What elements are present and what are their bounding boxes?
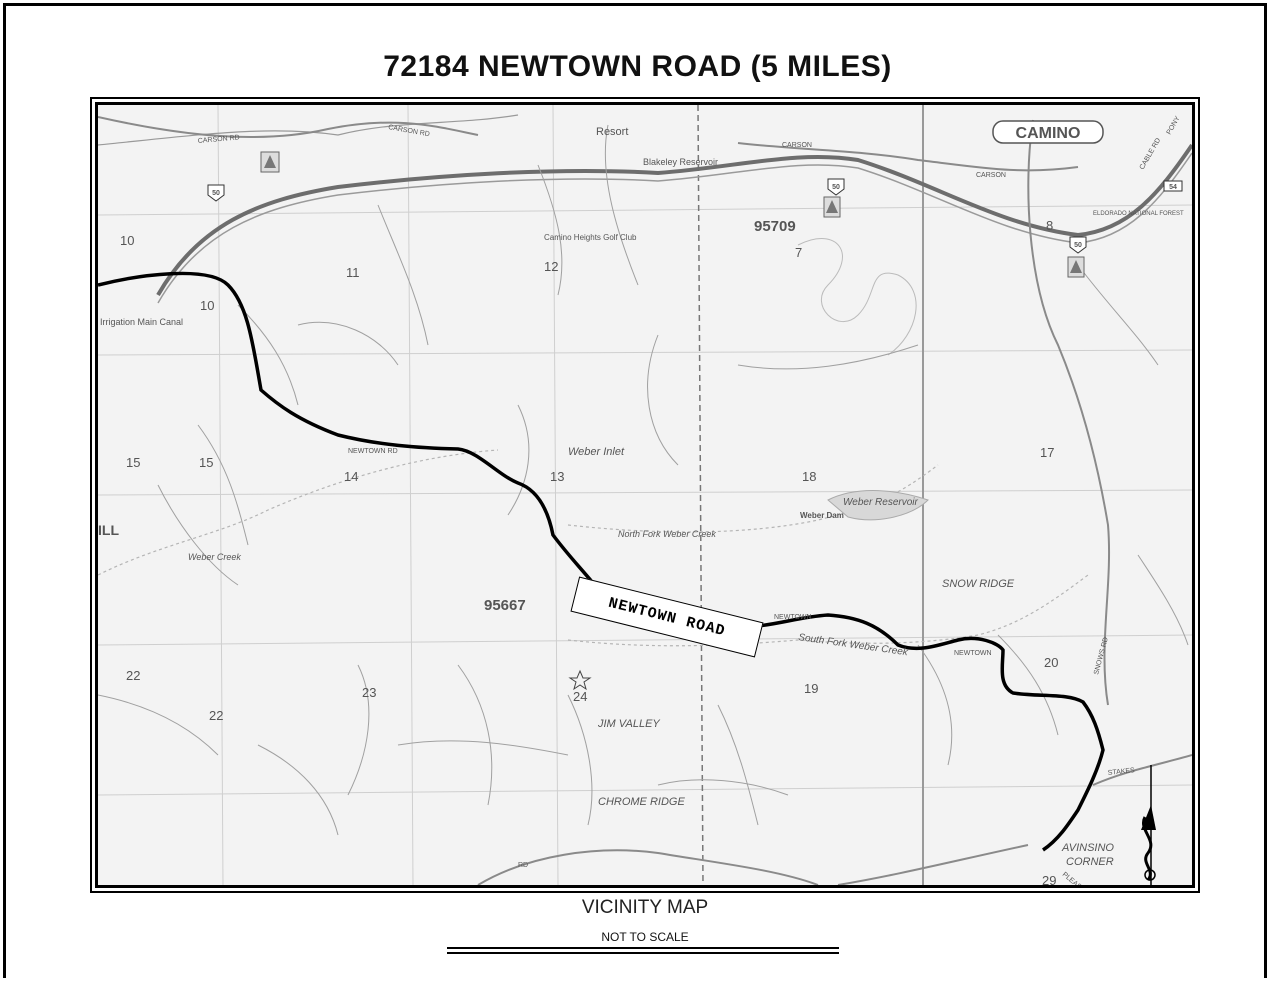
section-grid [98,105,1192,885]
weber-inlet-label: Weber Inlet [568,446,625,458]
svg-text:54: 54 [1169,184,1177,191]
pleasant-valley-road [477,844,1029,885]
svg-text:19: 19 [804,681,818,696]
road-labels: CARSON RD CARSON RD CARSON CARSON NEWTOW… [198,115,1182,885]
camino-label-box [992,120,1104,144]
snows-road [1027,119,1111,706]
highway-50 [156,143,1192,296]
resort-label: Resort [596,126,628,138]
caption-rule-bottom [447,952,839,954]
jim-valley-label: JIM VALLEY [597,718,660,730]
scale-note: NOT TO SCALE [601,930,689,944]
svg-text:10: 10 [200,298,214,313]
snows-rd-label: SNOWS RD [1093,637,1110,676]
carson-label-1: CARSON [782,142,812,149]
forest-icon [823,196,841,218]
hill-contour [797,238,917,356]
svg-text:10: 10 [120,233,134,248]
pleasant-label: PLEASANT [1061,871,1094,885]
south-fork-weber-creek [567,574,1089,647]
svg-text:15: 15 [199,455,213,470]
blakeley-reservoir-label: Blakeley Reservoir [643,157,718,167]
us-50-shield-west: 50 [207,184,225,202]
newtown-road-route [98,271,1105,852]
chrome-ridge-label: CHROME RIDGE [598,796,685,808]
svg-text:7: 7 [795,245,802,260]
svg-text:24: 24 [573,689,587,704]
section-numbers: 10 11 12 10 15 15 14 13 18 17 7 8 22 22 … [120,218,1058,885]
weber-creek-label: Weber Creek [188,552,241,562]
map-frame-outer [90,97,1200,893]
svg-text:8: 8 [1046,218,1053,233]
irrigation-canal [98,114,519,146]
zip-95709-label: 95709 [754,218,796,235]
south-fork-weber-creek-label: South Fork Weber Creek [798,632,910,658]
snow-ridge-label: SNOW RIDGE [942,578,1015,590]
carson-road [98,116,1079,172]
carson-rd-label-2: CARSON RD [388,124,431,138]
station-icon [1067,256,1085,278]
svg-text:12: 12 [544,259,558,274]
carson-label-2: CARSON [976,172,1006,179]
pony-label: PONY [1166,115,1182,136]
map-frame: 10 11 12 10 15 15 14 13 18 17 7 8 22 22 … [95,102,1195,888]
svg-text:50: 50 [832,184,840,191]
place-labels: CAMINO Resort Blakeley Reservoir Camino … [98,120,1184,868]
sheet-border [3,3,1267,978]
newtown-label-1: NEWTOWN [774,614,812,621]
carson-rd-label-1: CARSON RD [198,134,240,145]
county-line [697,105,704,885]
page-title: 72184 NEWTOWN ROAD (5 MILES) [383,50,892,83]
camino-heights-label: Camino Heights Golf Club [544,233,637,242]
svg-text:13: 13 [550,469,564,484]
corner-label: CORNER [1066,856,1114,868]
camping-icon [260,151,280,173]
svg-text:23: 23 [362,685,376,700]
eldorado-forest-label: ELDORADO NATIONAL FOREST [1093,211,1184,217]
svg-text:11: 11 [346,265,360,280]
svg-text:29: 29 [1042,873,1056,885]
svg-text:17: 17 [1040,445,1054,460]
stakes-road [1092,754,1192,786]
svg-text:14: 14 [344,469,358,484]
svg-text:15: 15 [126,455,140,470]
zip-95667-label: 95667 [484,597,526,614]
north-fork-weber-creek-label: North Fork Weber Creek [618,529,716,539]
point-of-interest-star-icon [568,669,592,691]
newtown-rd-label: NEWTOWN RD [348,448,398,455]
svg-text:22: 22 [209,708,223,723]
weber-dam-label: Weber Dam [800,511,844,520]
cable-rd-label: CABLE RD [1139,137,1163,171]
hill-label: ILL [98,522,119,538]
svg-text:20: 20 [1044,655,1058,670]
caption-rule-top [447,947,839,949]
map-caption: VICINITY MAP [581,897,709,918]
north-arrow-icon [1141,765,1156,885]
vicinity-map: 10 11 12 10 15 15 14 13 18 17 7 8 22 22 … [98,105,1192,885]
weber-reservoir [827,490,929,521]
local-roads [98,124,1189,836]
svg-text:50: 50 [212,190,220,197]
newtown-label-2: NEWTOWN [954,650,992,657]
route-54-shield: 54 [1163,180,1183,192]
camino-label: CAMINO [1016,125,1081,142]
irrigation-canal-label: Irrigation Main Canal [100,317,183,327]
avinsino-label: AVINSINO [1061,842,1114,854]
stakes-label: STAKES [1107,767,1135,777]
weber-creek [98,449,939,576]
rd-label: RD [518,862,528,869]
weber-reservoir-label: Weber Reservoir [843,497,919,508]
us-50-shield-mid: 50 [827,178,845,196]
svg-text:50: 50 [1074,242,1082,249]
svg-text:18: 18 [802,469,816,484]
svg-text:22: 22 [126,668,140,683]
us-50-shield-east: 50 [1069,236,1087,254]
